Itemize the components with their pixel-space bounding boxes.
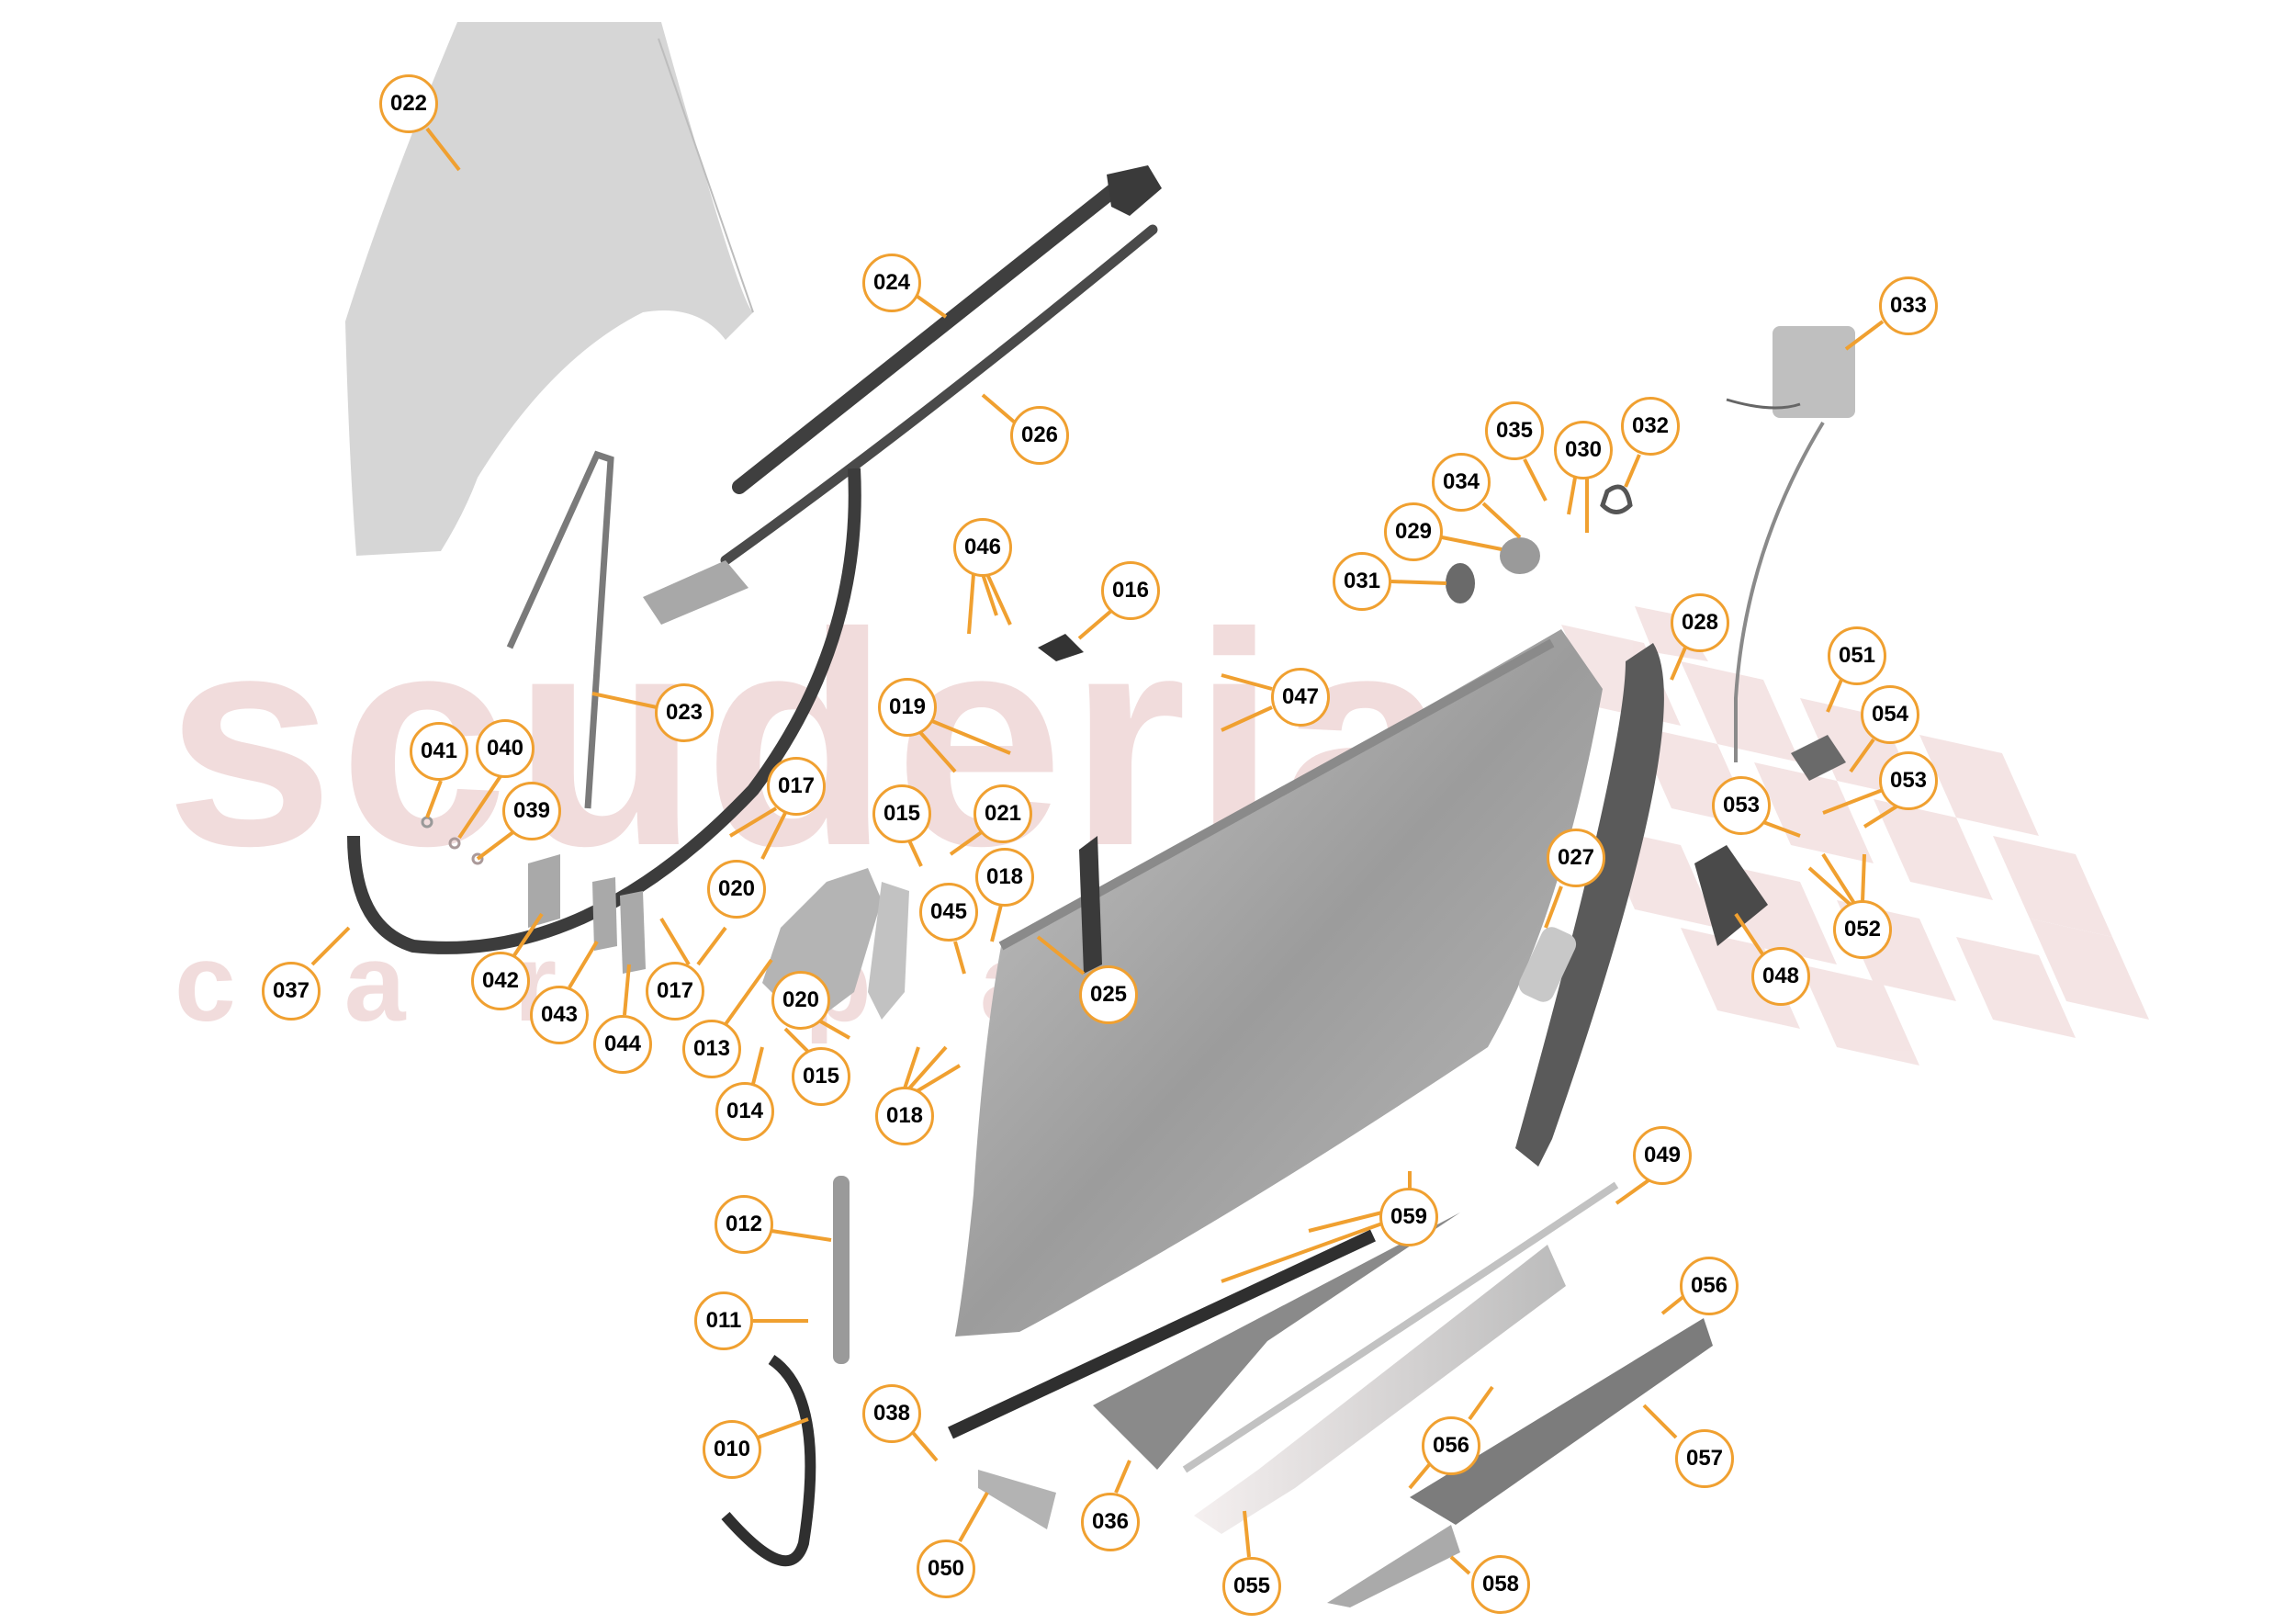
callout-058[interactable]: 058 (1471, 1555, 1530, 1614)
callout-055[interactable]: 055 (1222, 1557, 1281, 1616)
callout-032[interactable]: 032 (1621, 397, 1680, 456)
callout-059[interactable]: 059 (1379, 1188, 1438, 1246)
upper-seal-024 (732, 181, 1123, 494)
callout-029[interactable]: 029 (1384, 502, 1443, 561)
callout-012[interactable]: 012 (715, 1195, 773, 1254)
callout-028[interactable]: 028 (1671, 593, 1729, 652)
callout-053[interactable]: 053 (1712, 776, 1771, 835)
callout-011[interactable]: 011 (694, 1291, 753, 1350)
callout-013[interactable]: 013 (682, 1020, 741, 1078)
callout-023[interactable]: 023 (655, 683, 714, 742)
callout-019[interactable]: 019 (878, 678, 937, 737)
callout-046[interactable]: 046 (953, 518, 1012, 577)
callout-026[interactable]: 026 (1010, 406, 1069, 465)
callout-049[interactable]: 049 (1633, 1126, 1692, 1185)
callout-017[interactable]: 017 (646, 962, 704, 1021)
callout-035[interactable]: 035 (1485, 401, 1544, 460)
callout-015[interactable]: 015 (792, 1047, 850, 1106)
callout-017[interactable]: 017 (767, 757, 826, 816)
callout-051[interactable]: 051 (1828, 626, 1886, 685)
callout-010[interactable]: 010 (703, 1420, 761, 1479)
callout-022[interactable]: 022 (379, 74, 438, 133)
callout-048[interactable]: 048 (1751, 947, 1810, 1006)
callout-050[interactable]: 050 (917, 1539, 975, 1598)
callout-039[interactable]: 039 (502, 782, 561, 840)
callout-018[interactable]: 018 (975, 848, 1034, 907)
callout-052[interactable]: 052 (1833, 900, 1892, 959)
callout-024[interactable]: 024 (862, 254, 921, 312)
callout-040[interactable]: 040 (476, 719, 535, 778)
callout-014[interactable]: 014 (715, 1082, 774, 1141)
door-shell-025 (955, 629, 1603, 1336)
callout-016[interactable]: 016 (1101, 561, 1160, 620)
callout-027[interactable]: 027 (1547, 829, 1605, 887)
callout-056[interactable]: 056 (1422, 1416, 1480, 1475)
callout-041[interactable]: 041 (410, 722, 468, 781)
callout-045[interactable]: 045 (919, 883, 978, 942)
callout-043[interactable]: 043 (530, 986, 589, 1044)
pillar-trim-028 (1515, 643, 1664, 1167)
callout-025[interactable]: 025 (1079, 965, 1138, 1024)
callout-020[interactable]: 020 (707, 860, 766, 919)
latch-033 (1773, 326, 1855, 418)
upper-seal-026 (720, 224, 1158, 566)
callout-031[interactable]: 031 (1333, 552, 1391, 611)
callout-036[interactable]: 036 (1081, 1493, 1140, 1551)
callout-054[interactable]: 054 (1861, 685, 1919, 744)
callout-030[interactable]: 030 (1554, 421, 1613, 479)
callout-020[interactable]: 020 (771, 971, 830, 1030)
callout-033[interactable]: 033 (1879, 276, 1938, 335)
callout-018[interactable]: 018 (875, 1087, 934, 1145)
callout-044[interactable]: 044 (593, 1015, 652, 1074)
callout-038[interactable]: 038 (862, 1384, 921, 1443)
callout-057[interactable]: 057 (1675, 1429, 1734, 1488)
callout-042[interactable]: 042 (471, 952, 530, 1010)
window-channel-023 (506, 450, 614, 809)
callout-047[interactable]: 047 (1271, 668, 1330, 727)
callout-053[interactable]: 053 (1879, 751, 1938, 810)
leader-lines (310, 127, 1898, 1575)
door-seal-arc (347, 468, 861, 954)
callout-034[interactable]: 034 (1432, 453, 1491, 512)
callout-021[interactable]: 021 (974, 784, 1032, 843)
callout-056[interactable]: 056 (1680, 1257, 1739, 1315)
callout-015[interactable]: 015 (872, 784, 931, 843)
callout-037[interactable]: 037 (262, 962, 321, 1021)
